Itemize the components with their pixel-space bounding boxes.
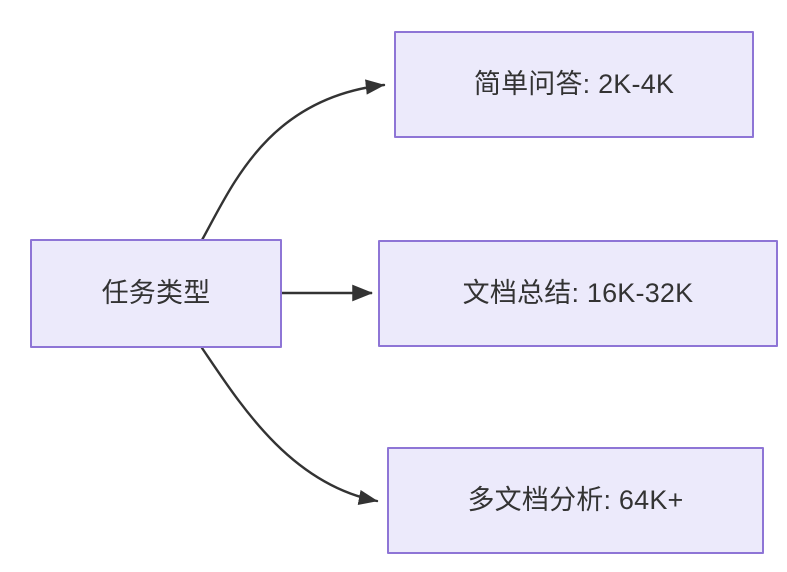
node-label: 简单问答: 2K-4K (473, 69, 675, 100)
edge-root-to-multi-doc (200, 346, 379, 506)
node-label: 文档总结: 16K-32K (462, 278, 694, 309)
edge-root-to-simple-qa (200, 79, 386, 242)
node-task-type[interactable]: 任务类型 (30, 239, 282, 348)
node-label: 任务类型 (101, 278, 211, 309)
node-multi-document-analysis[interactable]: 多文档分析: 64K+ (387, 447, 764, 554)
node-document-summary[interactable]: 文档总结: 16K-32K (378, 240, 778, 347)
node-label: 多文档分析: 64K+ (467, 485, 684, 516)
node-simple-qa[interactable]: 简单问答: 2K-4K (394, 31, 754, 138)
